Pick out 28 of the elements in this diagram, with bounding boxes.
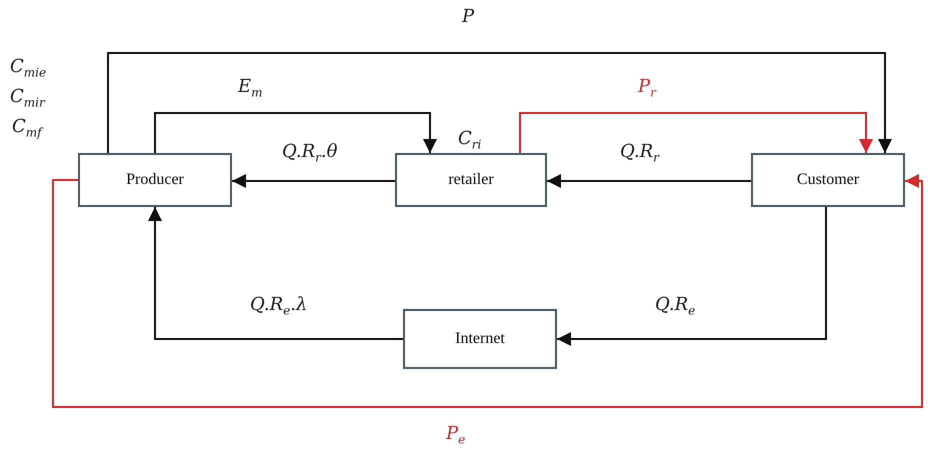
edge-label: P$_{r}$ bbox=[638, 78, 656, 99]
edge-label: P bbox=[462, 8, 474, 26]
process-box bbox=[78, 153, 232, 207]
edge-label: Q.R$_{r}$.θ bbox=[282, 143, 338, 164]
node-label: Customer bbox=[796, 171, 860, 189]
arrow bbox=[107, 52, 892, 153]
cost-label: C$_{mf}$ bbox=[12, 118, 42, 139]
cost-label: C$_{ri}$ bbox=[458, 130, 482, 151]
arrow bbox=[547, 174, 751, 188]
node-label: Internet bbox=[455, 330, 505, 348]
arrow bbox=[232, 174, 395, 188]
edge-label: Q.R$_{e}$.λ bbox=[250, 296, 308, 317]
cost-label: C$_{mie}$ bbox=[10, 58, 46, 79]
arrow bbox=[52, 174, 923, 408]
arrow bbox=[519, 112, 873, 153]
cost-label: C$_{mir}$ bbox=[10, 88, 45, 109]
node-label: Producer bbox=[126, 171, 184, 189]
edge-label: E$_{m}$ bbox=[238, 78, 263, 99]
edge-label: Q.R$_{r}$ bbox=[620, 143, 659, 164]
edge-label: P$_{e}$ bbox=[446, 425, 466, 446]
node-label: retailer bbox=[448, 171, 494, 189]
arrow bbox=[557, 207, 827, 346]
process-box bbox=[403, 309, 557, 369]
process-box bbox=[395, 153, 547, 207]
arrow bbox=[154, 112, 437, 153]
process-box bbox=[751, 153, 905, 207]
edge-label: Q.R$_{e}$ bbox=[655, 296, 696, 317]
arrow bbox=[148, 207, 403, 340]
